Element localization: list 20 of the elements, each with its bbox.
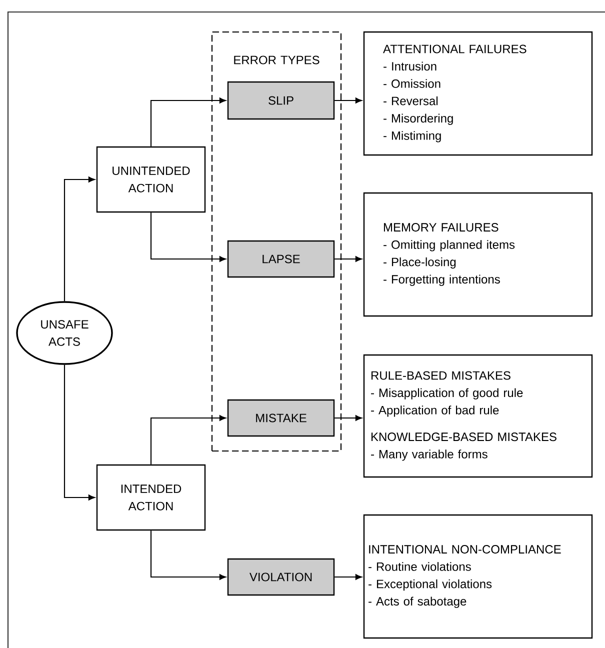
action-box: INTENDED ACTION (96, 464, 206, 531)
arrow (150, 415, 226, 464)
arrow (150, 212, 226, 262)
error-type-box: LAPSE (227, 240, 335, 278)
error-type-box: SLIP (227, 81, 335, 120)
error-type-box: MISTAKE (227, 399, 335, 437)
arrow (150, 530, 226, 580)
description-box: MEMORY FAILURES - Omitting planned items - Place-losing - Forgetting intentions (363, 192, 593, 317)
arrow (334, 98, 362, 104)
description-box: RULE-BASED MISTAKES - Misapplication of good rule - Application of bad rule KNOWLEDGE-BASED MISTAKES - Many variable forms (363, 354, 593, 478)
arrow (64, 364, 95, 500)
action-box: UNINTENDED ACTION (96, 146, 206, 213)
arrow (150, 98, 226, 146)
arrow (334, 574, 362, 580)
error-type-box: VIOLATION (227, 558, 335, 596)
arrow (334, 415, 362, 421)
arrow (334, 256, 362, 262)
description-box: ATTENTIONAL FAILURES - Intrusion - Omission - Reversal - Misordering - Mistiming (363, 31, 593, 156)
description-box: INTENTIONAL NON-COMPLIANCE - Routine violations - Exceptional violations - Acts of sabotage (363, 514, 593, 639)
arrow (64, 176, 95, 302)
